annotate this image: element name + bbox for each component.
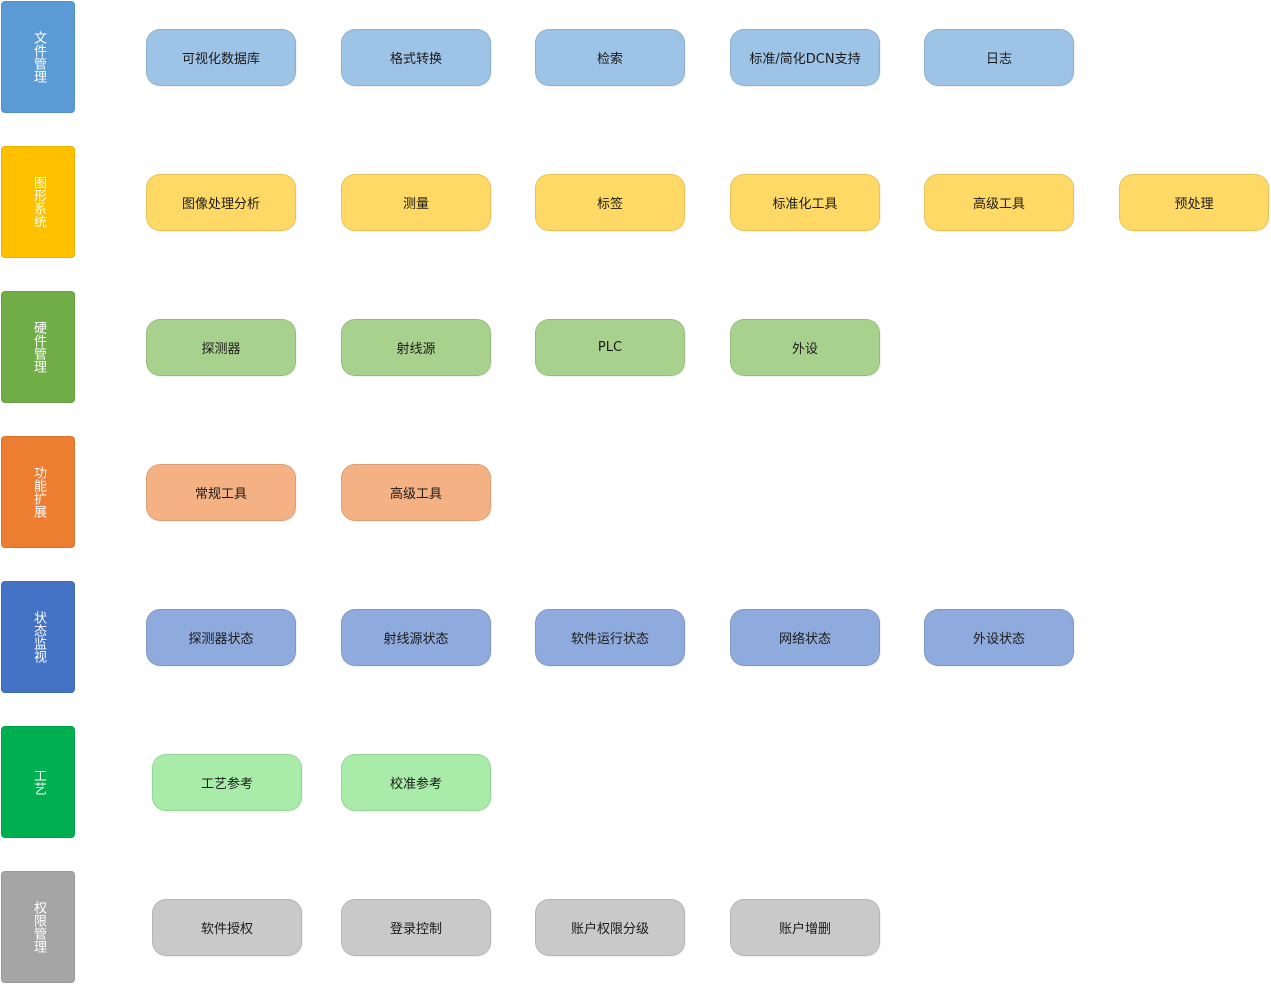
category-label: 图形系统 (31, 176, 46, 228)
category-row: 图形系统 图像处理分析测量标签标准化工具高级工具预处理 (0, 146, 1271, 260)
category-row: 硬件管理 探测器射线源 PLC 外设 (0, 291, 1271, 405)
module-item: 软件运行状态 (535, 609, 685, 666)
category-label: 功能扩展 (31, 466, 46, 518)
module-item: 账户权限分级 (535, 899, 685, 956)
module-item: 标签 (535, 174, 685, 231)
category-box: 文件管理 (1, 1, 75, 113)
module-item: 网络状态 (730, 609, 880, 666)
module-item: 测量 (341, 174, 491, 231)
category-box: 工艺 (1, 726, 75, 838)
module-item: 射线源 (341, 319, 491, 376)
module-item: 工艺参考 (152, 754, 302, 811)
module-item: 高级工具 (924, 174, 1074, 231)
category-box: 权限管理 (1, 871, 75, 983)
module-item: 标准/简化DCN支持 (730, 29, 880, 86)
category-row: 文件管理 可视化数据库格式转换检索标准/简化DCN支持日志 (0, 1, 1271, 115)
category-row: 权限管理 软件授权登录控制账户权限分级账户增删 (0, 871, 1271, 985)
module-item: 探测器 (146, 319, 296, 376)
category-box: 状态监视 (1, 581, 75, 693)
category-row: 功能扩展 常规工具高级工具 (0, 436, 1271, 550)
category-label: 文件管理 (31, 31, 46, 83)
module-item: 标准化工具 (730, 174, 880, 231)
category-label: 状态监视 (31, 611, 46, 663)
category-box: 硬件管理 (1, 291, 75, 403)
module-item: PLC (535, 319, 685, 376)
module-item: 外设状态 (924, 609, 1074, 666)
category-row: 工艺 工艺参考校准参考 (0, 726, 1271, 840)
module-item: 高级工具 (341, 464, 491, 521)
module-item: 可视化数据库 (146, 29, 296, 86)
module-item: 检索 (535, 29, 685, 86)
module-item: 探测器状态 (146, 609, 296, 666)
category-label: 硬件管理 (31, 321, 46, 373)
module-item: 射线源状态 (341, 609, 491, 666)
category-box: 功能扩展 (1, 436, 75, 548)
category-row: 状态监视 探测器状态射线源状态软件运行状态网络状态外设状态 (0, 581, 1271, 695)
category-label: 权限管理 (31, 901, 46, 953)
module-item: 格式转换 (341, 29, 491, 86)
module-item: 账户增删 (730, 899, 880, 956)
module-item: 预处理 (1119, 174, 1269, 231)
category-box: 图形系统 (1, 146, 75, 258)
module-item: 校准参考 (341, 754, 491, 811)
module-item: 软件授权 (152, 899, 302, 956)
module-item: 常规工具 (146, 464, 296, 521)
module-item: 外设 (730, 319, 880, 376)
module-item: 图像处理分析 (146, 174, 296, 231)
category-label: 工艺 (31, 769, 46, 795)
module-item: 登录控制 (341, 899, 491, 956)
module-item: 日志 (924, 29, 1074, 86)
